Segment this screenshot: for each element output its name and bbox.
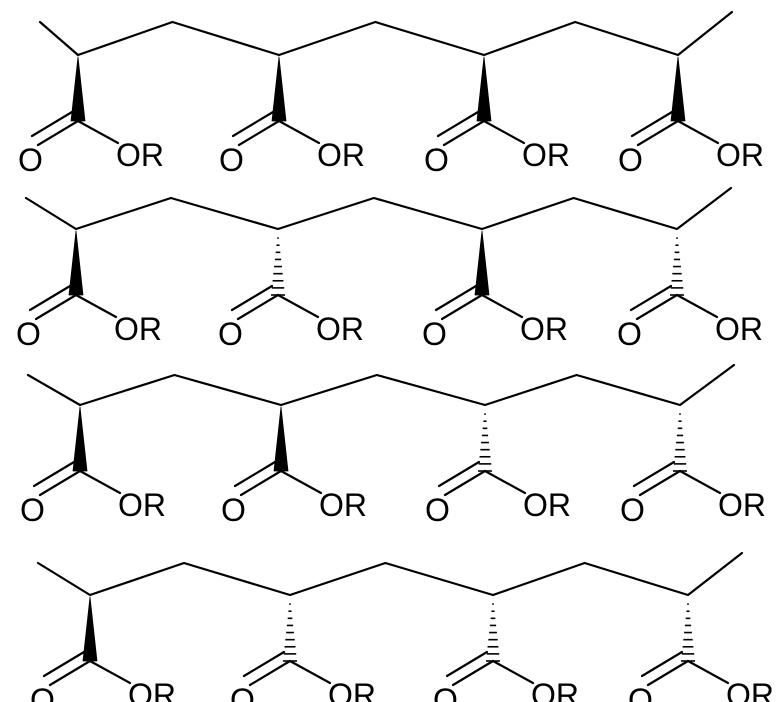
ester-substituent: O OR xyxy=(620,413,766,528)
stereo-hash-bond xyxy=(673,413,687,472)
carbonyl-oxygen-label: O xyxy=(617,316,642,352)
carbonyl-oxygen-label: O xyxy=(20,492,45,528)
ester-substituent: O OR xyxy=(18,56,164,178)
stereo-hash-bond xyxy=(271,237,285,296)
ester-substituent: O OR xyxy=(617,237,763,352)
ester-or-label: OR xyxy=(523,487,571,523)
ester-or-label: OR xyxy=(319,487,367,523)
ester-substituent: O OR xyxy=(628,603,774,702)
ester-substituent: O OR xyxy=(425,413,571,528)
stereo-hash-bond xyxy=(478,413,492,472)
ester-or-label: OR xyxy=(531,677,579,702)
ester-or-label: OR xyxy=(316,311,364,347)
carbonyl-oxygen-label: O xyxy=(230,682,255,702)
ester-or-label: OR xyxy=(520,311,568,347)
stereo-wedge-bond xyxy=(670,56,686,122)
ester-or-label: OR xyxy=(726,677,774,702)
carbonyl-oxygen-label: O xyxy=(620,492,645,528)
carbonyl-oxygen-label: O xyxy=(618,142,643,178)
ester-or-label: OR xyxy=(716,137,764,173)
carbonyl-oxygen-label: O xyxy=(221,492,246,528)
ester-substituent: O OR xyxy=(433,603,579,702)
carbonyl-oxygen-label: O xyxy=(422,316,447,352)
ester-or-label: OR xyxy=(522,137,570,173)
ester-substituent: O OR xyxy=(422,230,568,352)
stereo-wedge-bond xyxy=(476,56,492,122)
carbonyl-oxygen-label: O xyxy=(218,316,243,352)
stereo-wedge-bond xyxy=(273,406,289,472)
backbone-chain xyxy=(38,10,734,57)
ester-or-label: OR xyxy=(718,487,766,523)
stereo-wedge-bond xyxy=(72,406,88,472)
carbonyl-oxygen-label: O xyxy=(219,142,244,178)
stereo-wedge-bond xyxy=(82,596,98,662)
backbone-chain xyxy=(36,551,744,597)
carbonyl-oxygen-label: O xyxy=(628,682,653,702)
ester-substituent: O OR xyxy=(16,230,162,352)
ester-or-label: OR xyxy=(328,677,376,702)
stereo-hash-bond xyxy=(670,237,684,296)
stereo-wedge-bond xyxy=(271,56,287,122)
ester-or-label: OR xyxy=(116,137,164,173)
ester-substituent: O OR xyxy=(30,596,176,702)
ester-substituent: O OR xyxy=(219,56,365,178)
ester-substituent: O OR xyxy=(20,406,166,528)
polymer-chain-row-1: O OR O OR O OR O OR xyxy=(18,10,764,178)
carbonyl-oxygen-label: O xyxy=(18,142,43,178)
stereo-wedge-bond xyxy=(474,230,490,296)
backbone-chain xyxy=(26,363,736,407)
stereo-wedge-bond xyxy=(68,230,84,296)
polymer-chain-row-4: O OR O OR O OR O OR xyxy=(30,551,774,702)
stereo-hash-bond xyxy=(681,603,695,662)
ester-substituent: O OR xyxy=(218,237,364,352)
stereo-hash-bond xyxy=(283,603,297,662)
ester-or-label: OR xyxy=(114,311,162,347)
ester-or-label: OR xyxy=(118,487,166,523)
ester-or-label: OR xyxy=(128,677,176,702)
stereo-wedge-bond xyxy=(70,56,86,122)
stereo-hash-bond xyxy=(486,603,500,662)
ester-or-label: OR xyxy=(715,311,763,347)
ester-or-label: OR xyxy=(317,137,365,173)
polymer-chain-row-2: O OR O OR O OR O OR xyxy=(16,186,763,352)
polymer-chain-row-3: O OR O OR O OR O OR xyxy=(20,363,766,528)
ester-substituent: O OR xyxy=(221,406,367,528)
carbonyl-oxygen-label: O xyxy=(30,682,55,702)
ester-substituent: O OR xyxy=(618,56,764,178)
backbone-chain xyxy=(24,186,733,231)
ester-substituent: O OR xyxy=(424,56,570,178)
carbonyl-oxygen-label: O xyxy=(16,316,41,352)
carbonyl-oxygen-label: O xyxy=(425,492,450,528)
carbonyl-oxygen-label: O xyxy=(424,142,449,178)
carbonyl-oxygen-label: O xyxy=(433,682,458,702)
ester-substituent: O OR xyxy=(230,603,376,702)
